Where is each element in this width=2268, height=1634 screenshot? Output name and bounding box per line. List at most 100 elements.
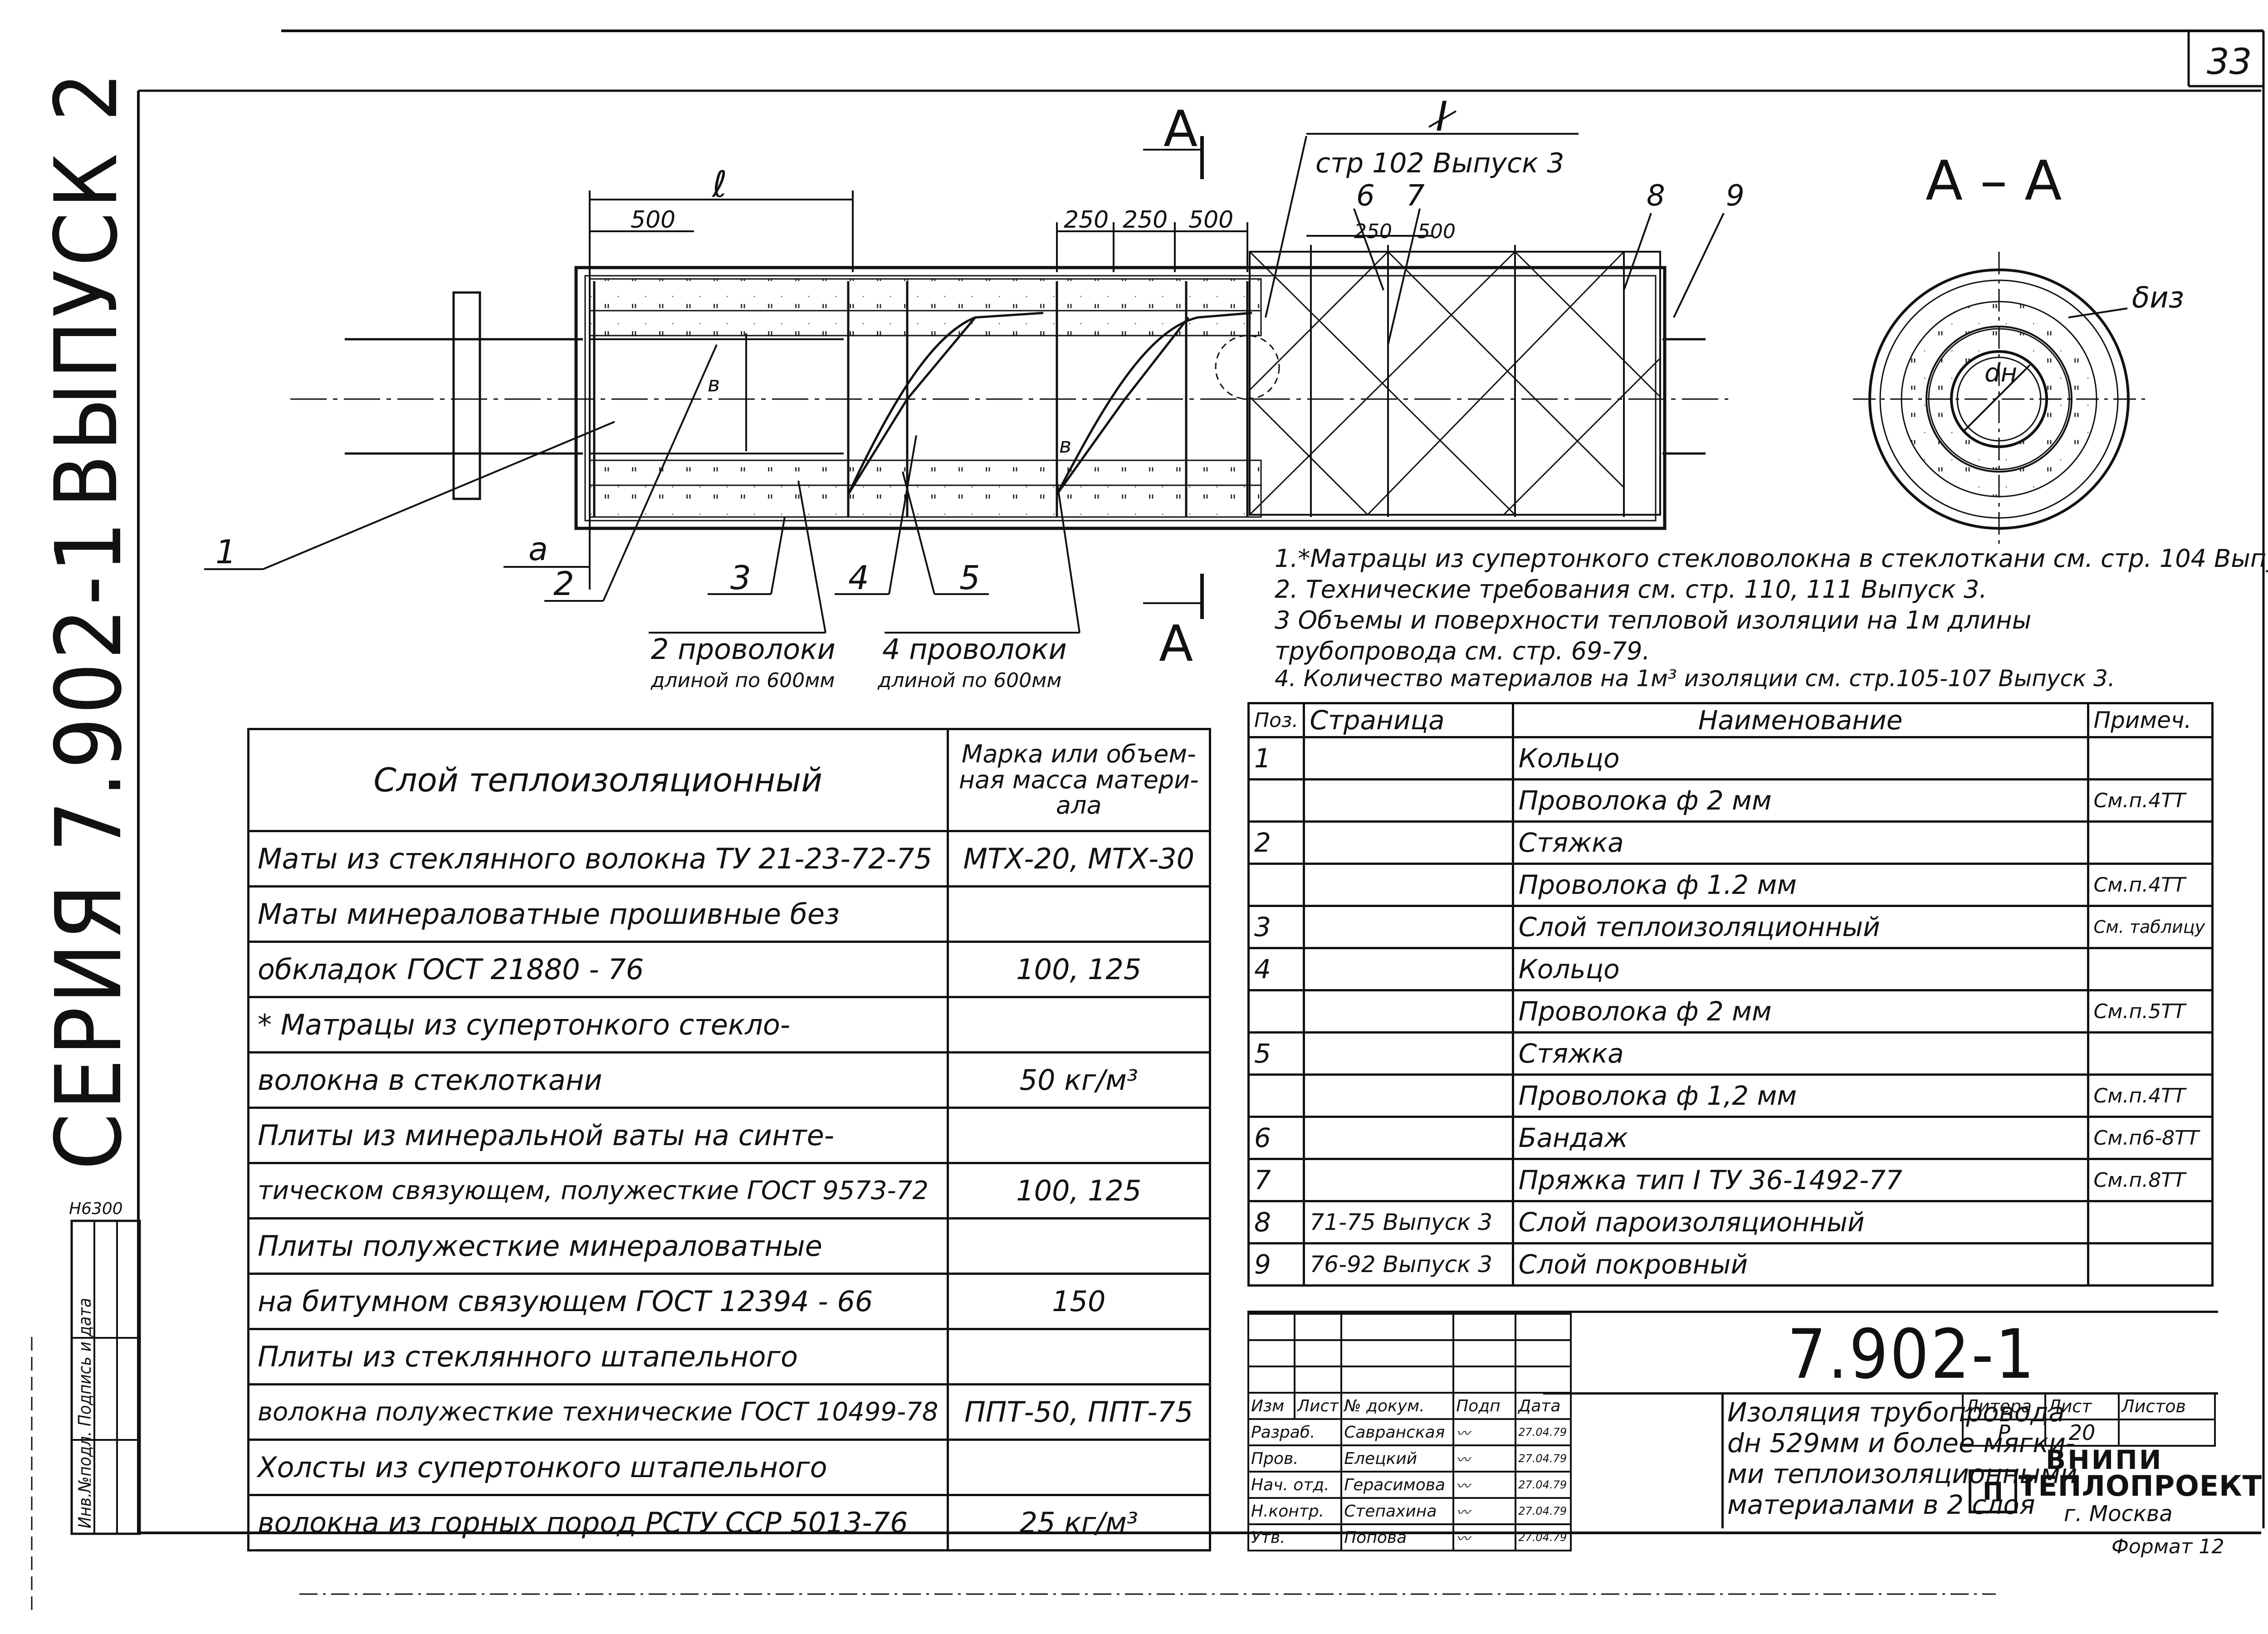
org-city: г. Москва <box>2064 1501 2173 1527</box>
spec-pos: 9 <box>1247 1242 1305 1287</box>
material-mark: 100, 125 <box>946 1162 1211 1219</box>
spec-page <box>1303 989 1514 1034</box>
signature: 〰 <box>1452 1418 1517 1446</box>
tb-person: Степахина <box>1340 1497 1455 1525</box>
table-row: Маты минераловатные прошивные без <box>247 885 1211 943</box>
wire-note-2-length: длиной по 600мм <box>651 669 835 692</box>
spec-header: Поз. Страница Наименование Примеч. <box>1247 702 2214 738</box>
section-aa-view <box>1853 252 2146 544</box>
tb-role: Н.контр. <box>1247 1497 1343 1525</box>
spec-page: 76-92 Выпуск 3 <box>1303 1242 1514 1287</box>
table-row: Плиты из минеральной ваты на синте- <box>247 1107 1211 1164</box>
spec-note <box>2087 1242 2214 1287</box>
spec-pos: 8 <box>1247 1200 1305 1244</box>
material-mark: 100, 125 <box>946 941 1211 998</box>
document-code: 7.902-1 <box>1787 1315 2036 1394</box>
tb-date: 27.04.79 <box>1515 1444 1572 1473</box>
table-row: Нач. отд.Герасимова〰27.04.79 <box>1247 1471 1572 1499</box>
spec-name: Бандаж <box>1511 1116 2089 1160</box>
spec-note: См. таблицу <box>2087 905 2214 949</box>
materials-header-layer: Слой теплоизоляционный <box>247 728 949 832</box>
spec-name: Проволока ф 2 мм <box>1511 989 2089 1034</box>
approvals-grid: Изм Лист № докум. Подп Дата Разраб.Савра… <box>1247 1313 1572 1551</box>
spec-pos <box>1247 989 1305 1034</box>
format-label: Формат 12 <box>2112 1535 2224 1558</box>
section-thickness-label: δиз <box>2132 281 2184 315</box>
material-mark <box>946 1107 1211 1164</box>
tb-person: Попова <box>1340 1523 1455 1551</box>
table-row: 4 Кольцо <box>1247 947 2214 991</box>
spec-name: Проволока ф 2 мм <box>1511 778 2089 823</box>
title-line-4: материалами в 2 слоя <box>1727 1489 2035 1520</box>
title-line-3: ми теплоизоляционными <box>1727 1458 2077 1489</box>
note-3-cont: трубопровода см. стр. 69-79. <box>1275 637 1650 665</box>
spec-page <box>1303 1116 1514 1160</box>
spec-page <box>1303 820 1514 865</box>
spec-name: Слой покровный <box>1511 1242 2089 1287</box>
table-row: Разраб.Савранская〰27.04.79 <box>1247 1418 1572 1446</box>
table-row <box>1247 1366 1572 1394</box>
spec-header-note: Примеч. <box>2087 702 2214 738</box>
dim-250-detail: 250 <box>1354 220 1392 243</box>
lit-litera: Р <box>1962 1419 2046 1447</box>
spec-pos: 1 <box>1247 736 1305 780</box>
dim-500-left: 500 <box>631 206 676 234</box>
table-row: Пров.Елецкий〰27.04.79 <box>1247 1444 1572 1473</box>
page-number: 33 <box>2207 42 2252 83</box>
leader-5: 5 <box>959 559 980 597</box>
leader-4: 4 <box>848 559 869 597</box>
spec-name: Слой пароизоляционный <box>1511 1200 2089 1244</box>
spec-page <box>1303 905 1514 949</box>
leader-6: 6 <box>1356 179 1375 213</box>
lit-sheets <box>2118 1419 2216 1447</box>
title-block: Изм Лист № докум. Подп Дата Разраб.Савра… <box>1247 1311 2262 1551</box>
spec-note <box>2087 1200 2214 1244</box>
spec-pos: 7 <box>1247 1158 1305 1202</box>
table-row: тическом связующем, полужесткие ГОСТ 957… <box>247 1162 1211 1219</box>
org-logo-icon: П <box>1982 1477 2004 1506</box>
material-mark <box>946 1217 1211 1275</box>
note-1: 1.*Матрацы из супертонкого стекловолокна… <box>1275 544 2268 573</box>
tb-date: 27.04.79 <box>1515 1523 1572 1551</box>
detail-mark: I <box>1436 93 1448 141</box>
spec-note: См.п.4ТТ <box>2087 863 2214 907</box>
spec-name: Слой теплоизоляционный <box>1511 905 2089 949</box>
org-name-1: ВНИПИ <box>2046 1444 2163 1475</box>
leader-9: 9 <box>1726 179 1745 213</box>
tb-person: Герасимова <box>1340 1471 1455 1499</box>
lit-header-sheet: Лист <box>2044 1392 2120 1420</box>
material-mark: 150 <box>946 1273 1211 1330</box>
spec-note: См.п.4ТТ <box>2087 1073 2214 1118</box>
note-3: 3 Объемы и поверхности тепловой изоляции… <box>1275 606 2032 634</box>
spec-header-page: Страница <box>1303 702 1514 738</box>
spec-pos: 2 <box>1247 820 1305 865</box>
spec-note: См.п.5ТТ <box>2087 989 2214 1034</box>
table-row: Маты из стеклянного волокна ТУ 21-23-72-… <box>247 830 1211 888</box>
tb-header-doc: № докум. <box>1340 1392 1455 1420</box>
spec-name: Кольцо <box>1511 947 2089 991</box>
tb-date: 27.04.79 <box>1515 1471 1572 1499</box>
material-name: Плиты из стеклянного штапельного <box>247 1328 949 1385</box>
tb-date: 27.04.79 <box>1515 1418 1572 1446</box>
spec-pos: 4 <box>1247 947 1305 991</box>
material-name: Плиты из минеральной ваты на синте- <box>247 1107 949 1164</box>
org-logo: П <box>1969 1469 2017 1513</box>
material-name: волокна полужесткие технические ГОСТ 104… <box>247 1383 949 1441</box>
spec-pos: 6 <box>1247 1116 1305 1160</box>
material-name: волокна из горных пород РСТУ ССР 5013-76 <box>247 1494 949 1551</box>
leader-7: 7 <box>1406 179 1425 213</box>
material-name: на битумном связующем ГОСТ 12394 - 66 <box>247 1273 949 1330</box>
signature: 〰 <box>1452 1523 1517 1551</box>
spec-note: См.п.8ТТ <box>2087 1158 2214 1202</box>
leader-3: 3 <box>730 559 751 597</box>
spec-note <box>2087 736 2214 780</box>
tb-person: Елецкий <box>1340 1444 1455 1473</box>
